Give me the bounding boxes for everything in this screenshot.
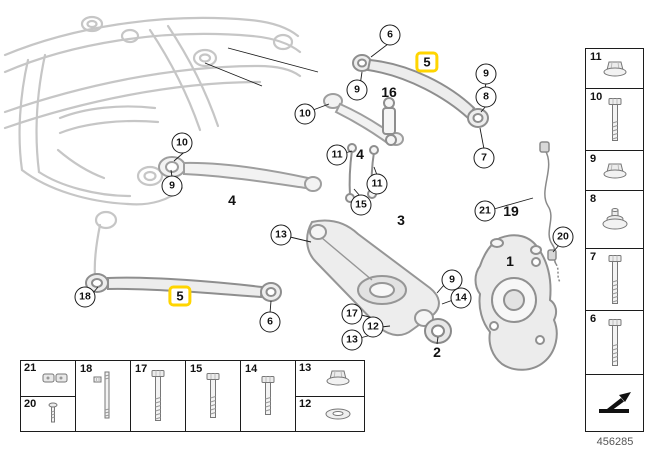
callout-9-b[interactable]: 9	[475, 63, 497, 85]
legend-label: 8	[590, 193, 597, 205]
long-bolt-icon	[151, 370, 165, 421]
callout-5-highlighted-b[interactable]: 5	[168, 285, 192, 307]
legend-label: 20	[24, 397, 37, 410]
legend-item-13[interactable]: 13	[296, 361, 365, 397]
rear-subframe	[3, 15, 302, 278]
lower-control-arm-3	[306, 219, 440, 336]
legend-label: 15	[190, 363, 203, 375]
callout-13-b[interactable]: 13	[341, 329, 363, 351]
bolt-icon	[206, 373, 220, 418]
screw-icon	[48, 402, 58, 423]
callout-11-a[interactable]: 11	[326, 144, 348, 166]
bolt-icon	[608, 318, 621, 366]
legend-item-18[interactable]: 18	[76, 361, 131, 431]
legend-label: 10	[590, 91, 603, 103]
bolt-icon	[608, 97, 621, 141]
callout-7[interactable]: 7	[473, 147, 495, 169]
legend-label: 9	[590, 153, 597, 165]
callout-18[interactable]: 18	[74, 286, 96, 308]
callout-2[interactable]: 2	[433, 344, 441, 360]
callout-15[interactable]: 15	[350, 194, 372, 216]
legend-item-15[interactable]: 15	[186, 361, 241, 431]
upper-arm-4-center	[323, 93, 404, 146]
adjuster-link-16	[382, 97, 397, 146]
callout-12[interactable]: 12	[362, 316, 384, 338]
control-arm-4-left	[158, 156, 322, 192]
round-mount-icon	[602, 207, 627, 229]
callout-9-c[interactable]: 9	[161, 175, 183, 197]
bolt-icon	[261, 376, 275, 415]
callout-6-a[interactable]: 6	[379, 24, 401, 46]
legend-label: 18	[80, 363, 93, 375]
legend-item-direction	[586, 375, 643, 431]
legend-label: 14	[245, 363, 258, 375]
legend-cell-13-12: 13 12	[296, 361, 365, 431]
legend-label: 13	[299, 362, 312, 374]
callout-6-b[interactable]: 6	[259, 311, 281, 333]
direction-arrow-icon	[598, 392, 631, 413]
stabilizer-links	[345, 143, 379, 203]
callout-5-highlighted-a[interactable]: 5	[415, 51, 439, 73]
diagram-number: 456285	[596, 436, 634, 448]
stud-bolt-icon	[93, 371, 110, 419]
callout-20[interactable]: 20	[552, 226, 574, 248]
callout-1[interactable]: 1	[506, 253, 514, 269]
wheel-carrier-1	[474, 234, 558, 371]
legend-label: 17	[135, 363, 148, 375]
abs-sensor-cable-19	[539, 141, 561, 283]
camber-arm-5-upper	[352, 54, 489, 128]
legend-item-10[interactable]: 10	[586, 89, 643, 151]
callout-11-b[interactable]: 11	[366, 173, 388, 195]
legend-label: 21	[24, 362, 37, 374]
bracket-icon	[42, 373, 68, 383]
flange-nut-icon	[603, 163, 626, 178]
callout-9-d[interactable]: 9	[441, 269, 463, 291]
legend-item-6[interactable]: 6	[586, 311, 643, 375]
callout-19[interactable]: 19	[503, 203, 519, 219]
legend-label: 11	[590, 51, 602, 63]
callout-10-b[interactable]: 10	[171, 132, 193, 154]
legend-item-17[interactable]: 17	[131, 361, 186, 431]
fastener-legend-right: 11 10 9	[585, 48, 644, 432]
legend-item-8[interactable]: 8	[586, 191, 643, 249]
tension-strut-5-lower	[85, 273, 282, 302]
legend-item-11[interactable]: 11	[586, 49, 643, 89]
long-bolt-icon	[608, 254, 621, 304]
callout-4-a[interactable]: 4	[356, 146, 364, 162]
callout-3[interactable]: 3	[397, 212, 405, 228]
legend-item-20[interactable]: 20	[21, 397, 75, 432]
washer-icon	[325, 408, 350, 420]
callout-17[interactable]: 17	[341, 303, 363, 325]
flange-nut-icon	[326, 370, 349, 386]
callout-8[interactable]: 8	[475, 86, 497, 108]
callout-9-a[interactable]: 9	[346, 79, 368, 101]
callout-21[interactable]: 21	[474, 200, 496, 222]
callout-16[interactable]: 16	[381, 84, 397, 100]
bushing-2	[424, 318, 452, 344]
legend-item-7[interactable]: 7	[586, 249, 643, 311]
legend-label: 12	[299, 397, 312, 410]
legend-label: 6	[590, 313, 597, 325]
legend-item-21[interactable]: 21	[21, 361, 75, 397]
callout-14[interactable]: 14	[450, 287, 472, 309]
legend-item-12[interactable]: 12	[296, 397, 365, 432]
callout-4-b[interactable]: 4	[228, 192, 236, 208]
callout-10-a[interactable]: 10	[294, 103, 316, 125]
legend-label: 7	[590, 251, 597, 263]
flange-nut-icon	[603, 61, 626, 76]
legend-cell-21-20: 21 20	[21, 361, 76, 431]
callout-13-a[interactable]: 13	[270, 224, 292, 246]
fastener-legend-bottom: 21 20 18	[20, 360, 365, 432]
legend-item-9[interactable]: 9	[586, 151, 643, 191]
legend-item-14[interactable]: 14	[241, 361, 296, 431]
